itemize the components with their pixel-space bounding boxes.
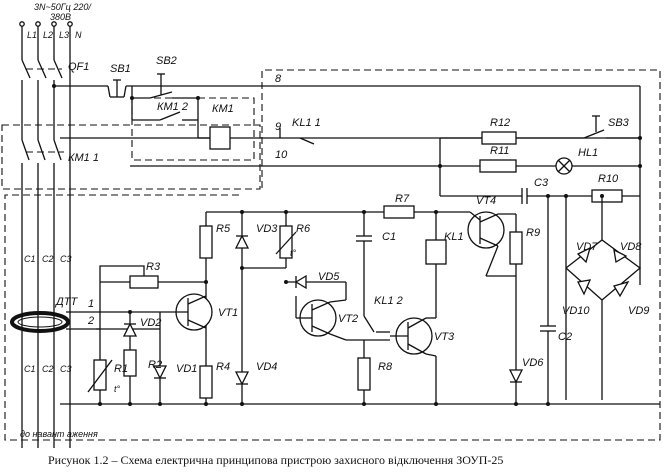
- phase-l3: L3: [59, 30, 69, 40]
- supply-voltage-label: 3N~50Гц 220/: [34, 2, 92, 12]
- r2-label: R2: [148, 359, 162, 371]
- r3-label: R3: [146, 261, 161, 273]
- kl1-coil: [425, 239, 447, 265]
- ct-label: ДТТ: [54, 296, 78, 308]
- kl1-2-contact-label: KL1 2: [374, 295, 403, 307]
- phase-terminals: L1 L2 L3 N: [19, 21, 82, 40]
- node-10-label: 10: [275, 149, 288, 161]
- vd2-label: VD2: [140, 317, 161, 329]
- conductor-c3-top: C3: [60, 254, 72, 264]
- resistor-r8: [357, 357, 371, 391]
- kl1-1-contact-label: KL1 1: [292, 117, 321, 129]
- ct-terminal-2: 2: [87, 315, 94, 327]
- r11-label: R11: [490, 145, 509, 157]
- ct-terminal-1: 1: [88, 298, 94, 310]
- resistor-r12: [481, 131, 517, 145]
- vd7-label: VD7: [576, 241, 598, 253]
- current-transformer: [10, 311, 70, 333]
- vd10-label: VD10: [562, 305, 590, 317]
- c3-label: C3: [534, 177, 549, 189]
- hl1-label: HL1: [578, 147, 598, 159]
- resistor-r10: [591, 189, 623, 203]
- vd3-label: VD3: [256, 223, 278, 235]
- vd9-label: VD9: [628, 305, 649, 317]
- junction-dots: [52, 84, 642, 406]
- resistor-r9: [509, 231, 523, 265]
- phase-n: N: [75, 30, 82, 40]
- sb2-label: SB2: [156, 55, 177, 67]
- control-circuit: [54, 73, 641, 400]
- km1-coil-label: КМ1: [212, 103, 234, 115]
- vd1-label: VD1: [176, 363, 197, 375]
- r10-label: R10: [598, 173, 619, 185]
- vt3-label: VT3: [434, 331, 455, 343]
- conductor-c1-top: C1: [24, 254, 36, 264]
- conductor-c3-bottom: C3: [60, 364, 72, 374]
- supply-voltage-label-2: 380В: [50, 12, 71, 22]
- load-label: до навант аження: [20, 429, 98, 439]
- electronic-section: [60, 196, 660, 405]
- vd8-label: VD8: [620, 241, 642, 253]
- sb1-label: SB1: [110, 63, 131, 75]
- r7-label: R7: [395, 193, 410, 205]
- conductor-c1-bottom: C1: [24, 364, 36, 374]
- diode-bridge: [565, 196, 642, 400]
- vt1-label: VT1: [218, 307, 238, 319]
- breaker-qf1-label: QF1: [68, 61, 89, 73]
- resistor-r11: [479, 159, 517, 173]
- vd5-label: VD5: [318, 271, 340, 283]
- r5-label: R5: [216, 223, 231, 235]
- r6-label: R6: [296, 223, 311, 235]
- vt4-label: VT4: [476, 195, 496, 207]
- kl1-coil-label: KL1: [444, 231, 464, 243]
- km1-1-contact-label: КМ1 1: [68, 152, 99, 164]
- resistor-r3: [129, 275, 159, 289]
- r6-thermo-label: t°: [290, 248, 297, 258]
- vd6-label: VD6: [522, 357, 544, 369]
- r9-label: R9: [526, 227, 540, 239]
- resistor-r5: [199, 225, 213, 259]
- sb3-label: SB3: [608, 117, 630, 129]
- r1-label: R1: [114, 363, 128, 375]
- km1-2-contact-label: КМ1 2: [157, 101, 188, 113]
- phase-l1: L1: [27, 30, 37, 40]
- r1-thermo-label: t°: [114, 384, 121, 394]
- phase-conductors: [21, 26, 71, 448]
- vt2-label: VT2: [338, 313, 358, 325]
- c2-label: C2: [558, 331, 572, 343]
- r12-label: R12: [490, 117, 510, 129]
- conductor-c2-top: C2: [42, 254, 54, 264]
- r8-label: R8: [378, 361, 393, 373]
- resistor-r7: [383, 205, 415, 219]
- km1-coil: [209, 126, 231, 150]
- c1-label: C1: [382, 231, 396, 243]
- node-9-label: 9: [275, 121, 281, 133]
- figure-caption: Рисунок 1.2 – Схема електрична принципов…: [48, 453, 503, 467]
- phase-l2: L2: [43, 30, 53, 40]
- vd4-label: VD4: [256, 361, 277, 373]
- transistor-vt4: [467, 211, 505, 249]
- resistor-r4: [199, 365, 213, 399]
- resistor-r2: [123, 349, 137, 377]
- r4-label: R4: [216, 361, 230, 373]
- node-8-label: 8: [275, 73, 282, 85]
- conductor-c2-bottom: C2: [42, 364, 54, 374]
